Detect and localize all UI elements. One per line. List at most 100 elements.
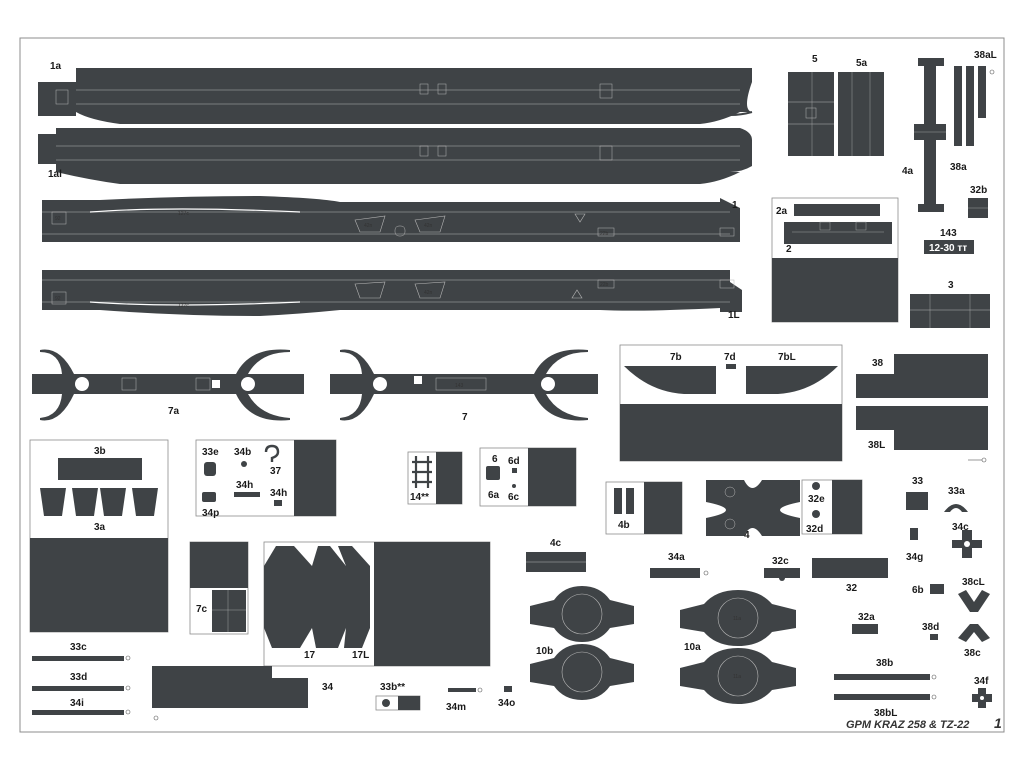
label-7c: 7c	[196, 604, 208, 615]
part-32	[812, 558, 888, 578]
part-38c	[958, 624, 990, 642]
part-33	[906, 492, 928, 510]
part-33e-base	[294, 440, 336, 516]
part-4b-a	[614, 488, 622, 514]
part-5	[788, 72, 834, 156]
part-3	[910, 294, 990, 328]
label-32c: 32c	[772, 556, 789, 567]
label-14: 14**	[410, 492, 429, 503]
label-7b: 7b	[670, 352, 682, 363]
label-6: 6	[492, 454, 498, 465]
label-4a: 4a	[902, 166, 914, 177]
part-14-base	[436, 452, 462, 504]
part-2	[784, 221, 892, 244]
label-37: 37	[270, 466, 282, 477]
label-6d: 6d	[508, 456, 520, 467]
part-34f	[972, 688, 992, 708]
part-4a	[914, 58, 946, 212]
label-33b: 33b**	[380, 682, 405, 693]
part-32e-base	[832, 480, 862, 534]
part-38	[856, 354, 988, 398]
label-4b: 4b	[618, 520, 630, 531]
label-33c: 33c	[70, 642, 87, 653]
label-38aL: 38aL	[974, 50, 997, 61]
part-33d	[32, 686, 124, 691]
label-7: 7	[462, 412, 468, 423]
label-34c: 34c	[952, 522, 969, 533]
part-5a	[838, 72, 884, 156]
part-34h-b	[274, 500, 282, 506]
label-34: 34	[322, 682, 334, 693]
label-38cL: 38cL	[962, 577, 985, 588]
label-38: 38	[872, 358, 884, 369]
part-38a	[954, 66, 986, 146]
label-10a: 10a	[684, 642, 701, 653]
part-34b	[241, 461, 247, 467]
plate-12-30	[924, 240, 974, 254]
footer-brand: GPM	[846, 719, 872, 731]
part-7-number: 143	[455, 383, 464, 389]
label-34a: 34a	[668, 552, 685, 563]
label-33d: 33d	[70, 672, 87, 683]
part-4b-b	[626, 488, 634, 514]
rail-1-label-127: 127c	[178, 211, 189, 217]
part-34o	[504, 686, 512, 692]
rail-1L-label-92: 92	[55, 296, 61, 302]
label-32: 32	[846, 583, 858, 594]
label-34o: 34o	[498, 698, 515, 709]
part-7a	[32, 349, 304, 421]
label-38d: 38d	[922, 622, 939, 633]
part-6b	[930, 584, 944, 594]
part-7c	[212, 590, 246, 632]
label-6c: 6c	[508, 492, 520, 503]
rail-1L-label-42n: 42n	[424, 290, 433, 296]
rail-1-label-42n-a: 42n	[364, 223, 373, 229]
axle-label-11a-1: 11a	[733, 616, 741, 622]
part-32e	[812, 482, 820, 490]
label-1a: 1a	[50, 61, 62, 72]
label-1al: 1al	[48, 169, 62, 180]
label-34p: 34p	[202, 508, 219, 519]
label-10b: 10b	[536, 646, 553, 657]
part-10b-top	[530, 586, 634, 642]
label-32b: 32b	[970, 185, 987, 196]
label-4: 4	[744, 530, 750, 541]
label-5: 5	[812, 54, 818, 65]
part-2a	[794, 204, 880, 216]
label-34h-2: 34h	[270, 488, 287, 499]
label-34i: 34i	[70, 698, 84, 709]
axle-label-11a-2: 11a	[733, 674, 741, 680]
part-7	[330, 349, 598, 421]
part-17L	[338, 546, 370, 648]
label-38b: 38b	[876, 658, 893, 669]
part-34c	[952, 530, 982, 558]
sheet-border	[19, 37, 1005, 733]
part-10a-bottom	[680, 648, 796, 704]
part-3a-base	[30, 538, 168, 632]
label-34h-1: 34h	[236, 480, 253, 491]
label-6a: 6a	[488, 490, 500, 501]
label-6b: 6b	[912, 585, 924, 596]
label-33a: 33a	[948, 486, 965, 497]
label-2a: 2a	[776, 206, 788, 217]
label-38L: 38L	[868, 440, 885, 451]
footer-title: KRAZ 258 & TZ-22	[874, 719, 969, 731]
part-33b	[398, 696, 420, 710]
part-34i	[32, 710, 124, 715]
label-5a: 5a	[856, 58, 868, 69]
part-17-b	[312, 546, 346, 648]
label-7a: 7a	[168, 406, 180, 417]
part-37	[264, 444, 280, 462]
label-3a: 3a	[94, 522, 106, 533]
part-38cL	[958, 590, 990, 612]
part-34g	[910, 528, 918, 540]
part-6c	[512, 484, 516, 488]
part-10a-top	[680, 590, 796, 646]
part-10b-bottom	[530, 644, 634, 700]
part-33e	[204, 462, 216, 476]
label-143: 143	[940, 228, 957, 239]
part-38b	[834, 674, 930, 680]
label-1L: 1L	[728, 310, 740, 321]
label-7d: 7d	[724, 352, 736, 363]
